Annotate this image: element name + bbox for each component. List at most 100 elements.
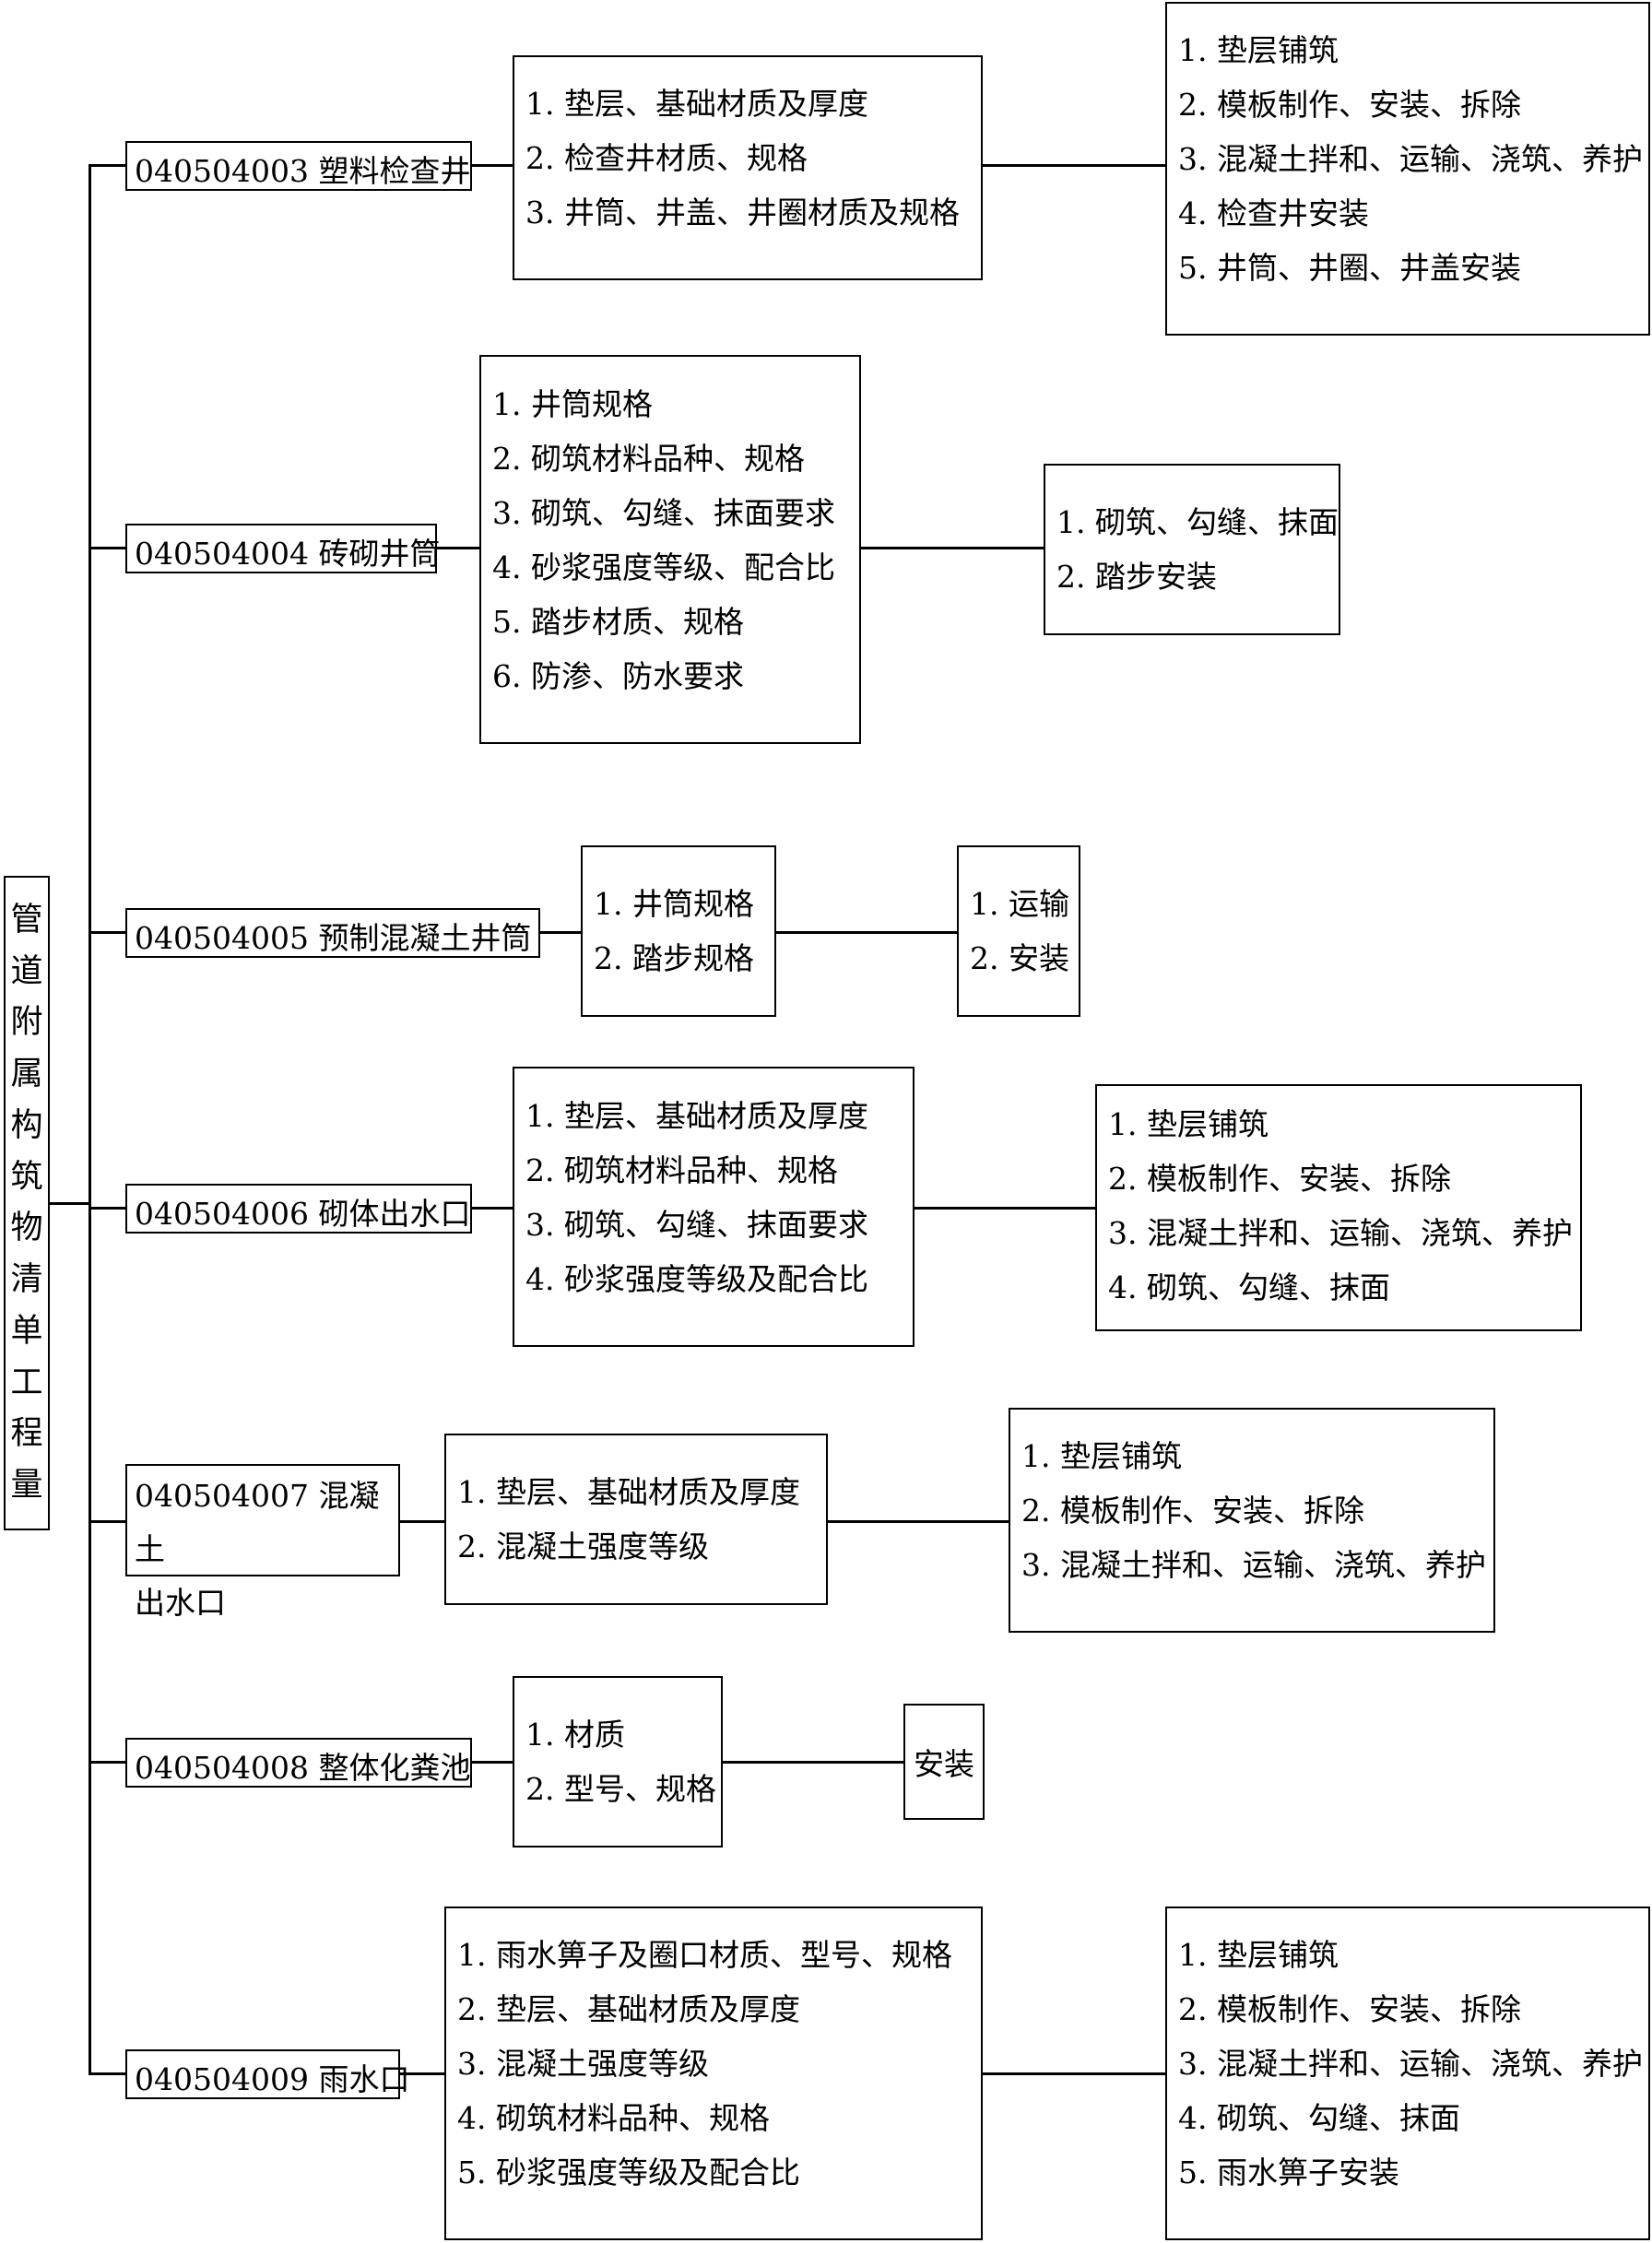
work-item: 1. 垫层铺筑 <box>1178 1937 1339 1973</box>
code: 040504008 <box>135 1750 309 1786</box>
feature-item: 2. 检查井材质、规格 <box>525 140 808 176</box>
work-item: 5. 雨水箅子安装 <box>1178 2154 1399 2190</box>
feature-item: 4. 砌筑材料品种、规格 <box>457 2100 770 2136</box>
feature-item: 1. 垫层、基础材质及厚度 <box>525 86 868 122</box>
feature-item: 3. 砌筑、勾缝、抹面要求 <box>492 495 835 531</box>
feature-box-4: 1. 垫层、基础材质及厚度 2. 砌筑材料品种、规格 3. 砌筑、勾缝、抹面要求… <box>513 1067 914 1347</box>
feature-item: 1. 垫层、基础材质及厚度 <box>525 1098 868 1134</box>
work-item: 2. 模板制作、安装、拆除 <box>1178 87 1521 123</box>
connector <box>472 1761 513 1764</box>
work-item: 4. 检查井安装 <box>1178 195 1369 231</box>
connector <box>400 2072 444 2075</box>
work-box-3: 1. 运输 2. 安装 <box>957 845 1080 1017</box>
name: 砌体出水口 <box>318 1196 471 1232</box>
root-title-char: 附 <box>10 1004 43 1042</box>
connector <box>472 164 513 167</box>
root-title-char: 程 <box>10 1415 43 1453</box>
code-box-4: 040504006 砌体出水口 <box>125 1184 472 1234</box>
code: 040504004 <box>135 536 309 572</box>
feature-item: 1. 井筒规格 <box>492 386 653 422</box>
work-item: 1. 垫层铺筑 <box>1108 1106 1268 1142</box>
connector <box>723 1761 903 1764</box>
feature-box-6: 1. 材质 2. 型号、规格 <box>513 1676 723 1848</box>
feature-item: 1. 井筒规格 <box>594 886 754 922</box>
work-item: 3. 混凝土拌和、运输、浇筑、养护 <box>1108 1215 1573 1251</box>
work-box-1: 1. 垫层铺筑 2. 模板制作、安装、拆除 3. 混凝土拌和、运输、浇筑、养护 … <box>1165 2 1650 336</box>
work-item: 2. 模板制作、安装、拆除 <box>1178 1991 1521 2027</box>
feature-box-5: 1. 垫层、基础材质及厚度 2. 混凝土强度等级 <box>444 1434 828 1605</box>
work-item: 2. 模板制作、安装、拆除 <box>1021 1493 1364 1529</box>
work-item: 1. 垫层铺筑 <box>1178 32 1339 68</box>
feature-item: 1. 材质 <box>525 1717 625 1753</box>
work-item: 1. 运输 <box>970 886 1069 922</box>
feature-item: 1. 垫层、基础材质及厚度 <box>457 1474 800 1510</box>
feature-item: 3. 混凝土强度等级 <box>457 2046 709 2082</box>
code: 040504005 <box>135 920 309 956</box>
feature-box-2: 1. 井筒规格 2. 砌筑材料品种、规格 3. 砌筑、勾缝、抹面要求 4. 砂浆… <box>479 355 861 744</box>
code-box-7: 040504009 雨水口 <box>125 2049 409 2099</box>
feature-item: 5. 砂浆强度等级及配合比 <box>457 2154 800 2190</box>
feature-item: 4. 砂浆强度等级、配合比 <box>492 549 835 585</box>
feature-item: 2. 型号、规格 <box>525 1771 716 1807</box>
code-box-2: 040504004 砖砌井筒 <box>125 524 441 573</box>
feature-item: 6. 防渗、防水要求 <box>492 658 744 694</box>
branch-stub <box>88 931 125 934</box>
connector <box>861 547 1044 549</box>
spine-line <box>88 164 91 2072</box>
code: 040504003 <box>135 153 309 189</box>
feature-item: 2. 踏步规格 <box>594 940 754 976</box>
connector <box>983 2072 1165 2075</box>
feature-box-7: 1. 雨水箅子及圈口材质、型号、规格 2. 垫层、基础材质及厚度 3. 混凝土强… <box>444 1907 983 2240</box>
work-box-4: 1. 垫层铺筑 2. 模板制作、安装、拆除 3. 混凝土拌和、运输、浇筑、养护 … <box>1095 1084 1582 1331</box>
connector <box>983 164 1165 167</box>
work-item: 3. 混凝土拌和、运输、浇筑、养护 <box>1178 141 1643 177</box>
root-title-char: 清 <box>10 1261 43 1299</box>
name: 整体化粪池 <box>318 1750 471 1786</box>
work-box-6: 安装 <box>903 1704 985 1820</box>
branch-stub <box>88 1520 125 1523</box>
feature-box-3: 1. 井筒规格 2. 踏步规格 <box>581 845 776 1017</box>
code: 040504007 <box>135 1478 309 1514</box>
feature-item: 5. 踏步材质、规格 <box>492 604 744 640</box>
feature-box-1: 1. 垫层、基础材质及厚度 2. 检查井材质、规格 3. 井筒、井盖、井圈材质及… <box>513 55 983 280</box>
name: 砖砌井筒 <box>318 536 441 572</box>
connector <box>914 1207 1095 1210</box>
work-item: 4. 砌筑、勾缝、抹面 <box>1178 2100 1460 2136</box>
branch-stub <box>88 1761 125 1764</box>
branch-stub <box>88 164 125 167</box>
code: 040504009 <box>135 2061 309 2097</box>
work-item: 3. 混凝土拌和、运输、浇筑、养护 <box>1021 1547 1486 1583</box>
work-item: 2. 踏步安装 <box>1056 559 1217 595</box>
connector <box>472 1207 513 1210</box>
code: 040504006 <box>135 1196 309 1232</box>
work-item: 安装 <box>914 1746 974 1782</box>
root-title-char: 筑 <box>10 1158 43 1196</box>
root-box: 管道附属构筑物清单工程量 <box>4 876 50 1530</box>
work-item: 5. 井筒、井圈、井盖安装 <box>1178 250 1521 286</box>
name: 雨水口 <box>318 2061 410 2097</box>
root-title-char: 物 <box>10 1210 43 1247</box>
feature-item: 3. 井筒、井盖、井圈材质及规格 <box>525 195 960 230</box>
root-title-char: 属 <box>10 1056 43 1093</box>
root-title-char: 构 <box>10 1106 43 1144</box>
work-item: 1. 砌筑、勾缝、抹面 <box>1056 504 1339 540</box>
work-item: 1. 垫层铺筑 <box>1021 1438 1182 1474</box>
feature-item: 2. 砌筑材料品种、规格 <box>492 441 805 477</box>
root-title-char: 工 <box>10 1364 43 1401</box>
name: 混凝土 <box>135 1478 380 1567</box>
work-item: 2. 安装 <box>970 940 1069 976</box>
work-item: 3. 混凝土拌和、运输、浇筑、养护 <box>1178 2046 1643 2082</box>
work-item: 2. 模板制作、安装、拆除 <box>1108 1161 1451 1197</box>
name: 预制混凝土井筒 <box>318 920 532 956</box>
branch-stub <box>88 1207 125 1210</box>
feature-item: 2. 混凝土强度等级 <box>457 1529 709 1564</box>
feature-item: 4. 砂浆强度等级及配合比 <box>525 1261 868 1297</box>
work-item: 4. 砌筑、勾缝、抹面 <box>1108 1269 1390 1305</box>
trunk-line <box>50 1202 90 1205</box>
work-box-2: 1. 砌筑、勾缝、抹面 2. 踏步安装 <box>1044 464 1340 635</box>
name-line-2: 出水口 <box>135 1585 226 1621</box>
root-title-char: 单 <box>10 1312 43 1350</box>
connector <box>540 931 581 934</box>
connector <box>776 931 957 934</box>
